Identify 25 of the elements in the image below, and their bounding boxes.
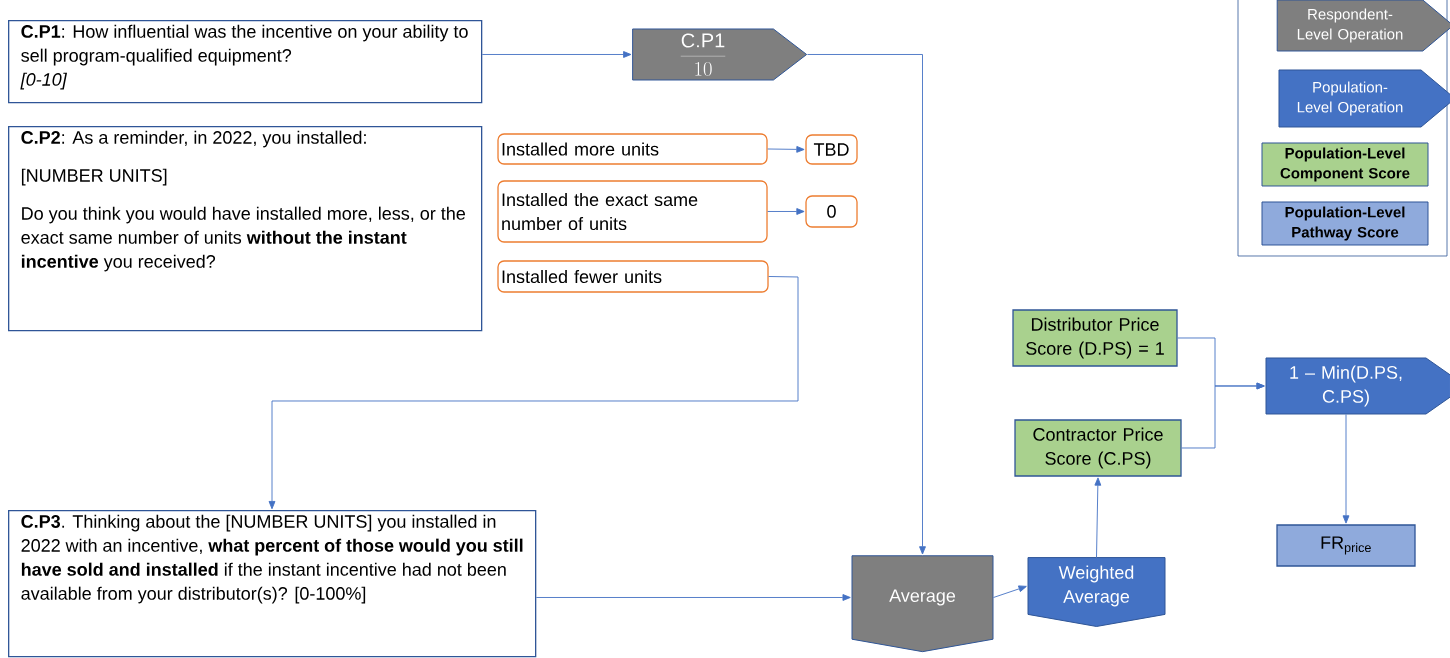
- arrow: [268, 276, 799, 510]
- arrow: [535, 594, 851, 601]
- score-box: Distributor Price Score (D.PS) = 1: [1012, 309, 1178, 367]
- arrow: [807, 54, 926, 555]
- question-box: C.P3. Thinking about the [NUMBER UNITS] you installed in 2022 with an incentive, what percent of those would you still have sold and installed if the instant incentive had not been available from your distributor(s)? [0-100%]: [8, 510, 537, 658]
- arrow: [1342, 414, 1350, 524]
- arrow: [1094, 477, 1102, 558]
- answer-option: Installed fewer units: [497, 260, 769, 293]
- operation-pentagon: $\frac{\mathrm{C.P1}}{10}$: [632, 28, 808, 81]
- question-box: C.P1: How influential was the incentive on your ability to sell program-qualified equipment? [0-10]: [8, 20, 483, 104]
- answer-option: Installed more units: [497, 133, 768, 165]
- question-box: C.P2: As a reminder, in 2022, you installed: [NUMBER UNITS] Do you think you would have installed more, less, or the exact same number of units without the instant incentive you received?: [8, 126, 483, 332]
- operation-pentagon: 1 – Min(D.PS, C.PS): [1265, 357, 1450, 415]
- arrow: [767, 208, 805, 215]
- arrow: [1181, 382, 1265, 449]
- score-box: FR$_{price}$: [1276, 524, 1416, 567]
- operation-pentagon: Weighted Average: [1027, 557, 1166, 627]
- value-box: 0: [805, 195, 858, 228]
- score-box: Contractor Price Score (C.PS): [1014, 419, 1182, 477]
- answer-option: Installed the exact same number of units: [497, 180, 768, 243]
- operation-pentagon: Average: [851, 555, 994, 653]
- arrow: [481, 51, 632, 58]
- value-box: TBD: [805, 134, 858, 165]
- arrow: [767, 146, 805, 153]
- arrow: [993, 585, 1027, 598]
